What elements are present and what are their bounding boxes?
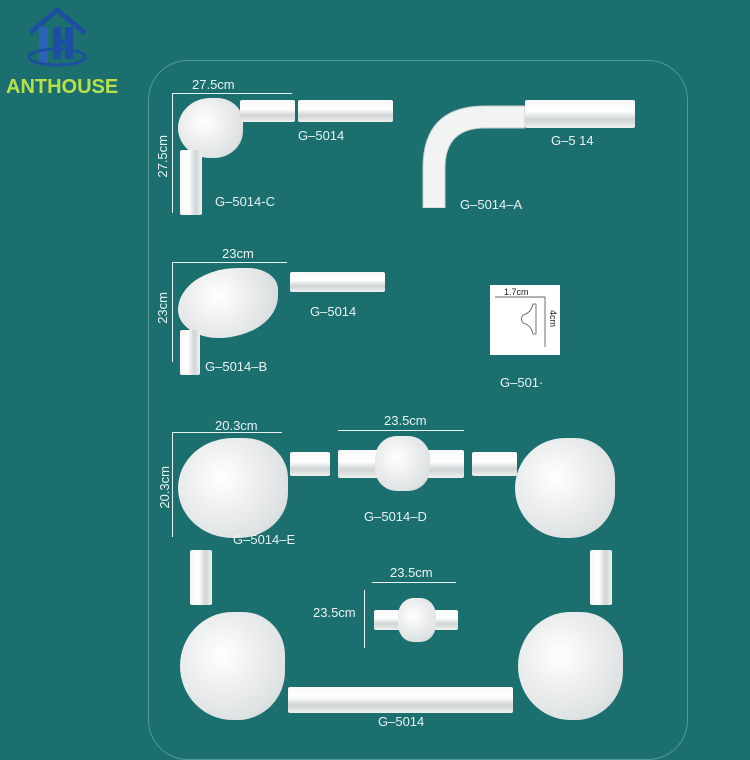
- brand-name: ANTHOUSE: [6, 76, 119, 98]
- profile-diagram: 1.7cm 4cm: [490, 285, 560, 355]
- molding-piece: [240, 100, 295, 122]
- e-height-label: 20.3cm: [157, 466, 172, 509]
- e-name-label: G–5014–E: [233, 532, 296, 547]
- corner-bottom-right: [518, 612, 623, 720]
- profile-height-label: 4cm: [548, 310, 558, 328]
- molding-piece: [290, 452, 330, 476]
- molding-bar: [290, 272, 385, 292]
- corner-c: [178, 98, 243, 158]
- house-icon: [25, 5, 90, 70]
- corner-e: [178, 438, 288, 538]
- molding-piece: [180, 330, 200, 375]
- corner-a: [415, 98, 526, 209]
- molding-piece: [590, 550, 612, 605]
- corner-bottom-left: [180, 612, 285, 720]
- b-height-label: 23cm: [155, 292, 170, 324]
- c-bar-label: G–5014: [298, 128, 345, 143]
- c-width-label: 27.5cm: [192, 77, 235, 92]
- molding-piece: [190, 550, 212, 605]
- molding-bar: [288, 687, 513, 713]
- profile-width-label: 1.7cm: [504, 287, 529, 297]
- a-bar-label: G–5 14: [551, 133, 594, 148]
- molding-piece: [472, 452, 517, 476]
- b-name-label: G–5014–B: [205, 359, 268, 374]
- e-width-label: 20.3cm: [215, 418, 258, 433]
- d-width-label: 23.5cm: [384, 413, 427, 428]
- profile-name-label: G–501·: [500, 375, 544, 390]
- a-name-label: G–5014–A: [460, 197, 523, 212]
- center-width-label: 23.5cm: [390, 565, 433, 580]
- corner-top-right: [515, 438, 615, 538]
- molding-bar: [525, 100, 635, 128]
- b-width-label: 23cm: [222, 246, 254, 261]
- ornament-center: [398, 598, 436, 642]
- c-height-label: 27.5cm: [155, 135, 170, 178]
- bottom-bar-label: G–5014: [378, 714, 425, 729]
- molding-bar: [298, 100, 393, 122]
- molding-piece: [180, 150, 202, 215]
- c-name-label: G–5014-C: [215, 194, 275, 209]
- b-bar-label: G–5014: [310, 304, 357, 319]
- ornament-d: [375, 436, 430, 491]
- d-name-label: G–5014–D: [364, 509, 427, 524]
- center-height-label: 23.5cm: [313, 605, 356, 620]
